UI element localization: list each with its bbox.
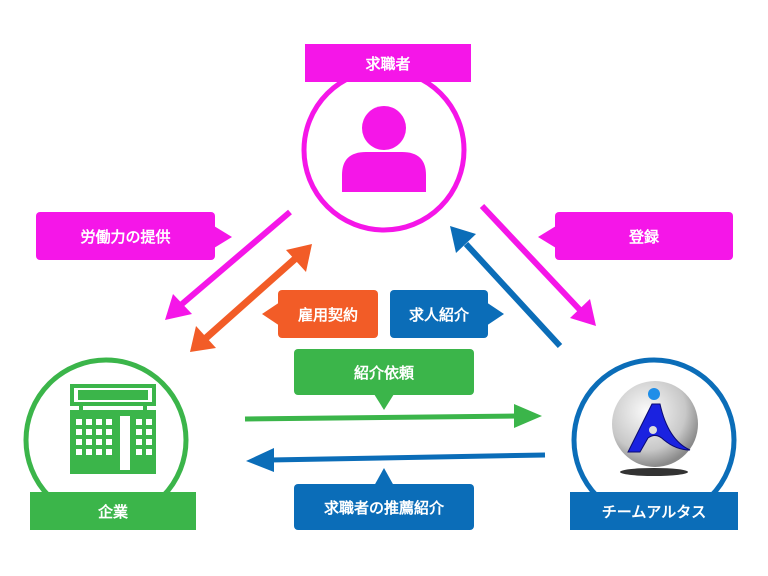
building-icon: [70, 384, 156, 474]
arrow-job-seeker-to-company: [165, 209, 292, 320]
globe-logo-icon: [612, 381, 698, 476]
arrow-company-to-team: [244, 404, 542, 428]
callout-recommend: 求職者の推薦紹介: [294, 484, 474, 530]
arrow-team-to-job-seeker: [450, 226, 563, 349]
arrow-team-to-company: [246, 448, 546, 472]
callout-job-intro: 求人紹介: [390, 290, 488, 338]
job-seeker-label: 求職者: [305, 44, 471, 82]
arrow-job-seeker-to-team: [479, 203, 596, 326]
callout-register: 登録: [555, 212, 733, 260]
arrow-employment-contract: [190, 244, 312, 352]
company-label: 企業: [30, 492, 196, 530]
callout-request: 紹介依頼: [294, 349, 474, 395]
callout-employment: 雇用契約: [278, 290, 378, 338]
team-label: チームアルタス: [570, 492, 738, 530]
person-icon: [342, 106, 426, 192]
callout-labor: 労働力の提供: [36, 212, 215, 260]
